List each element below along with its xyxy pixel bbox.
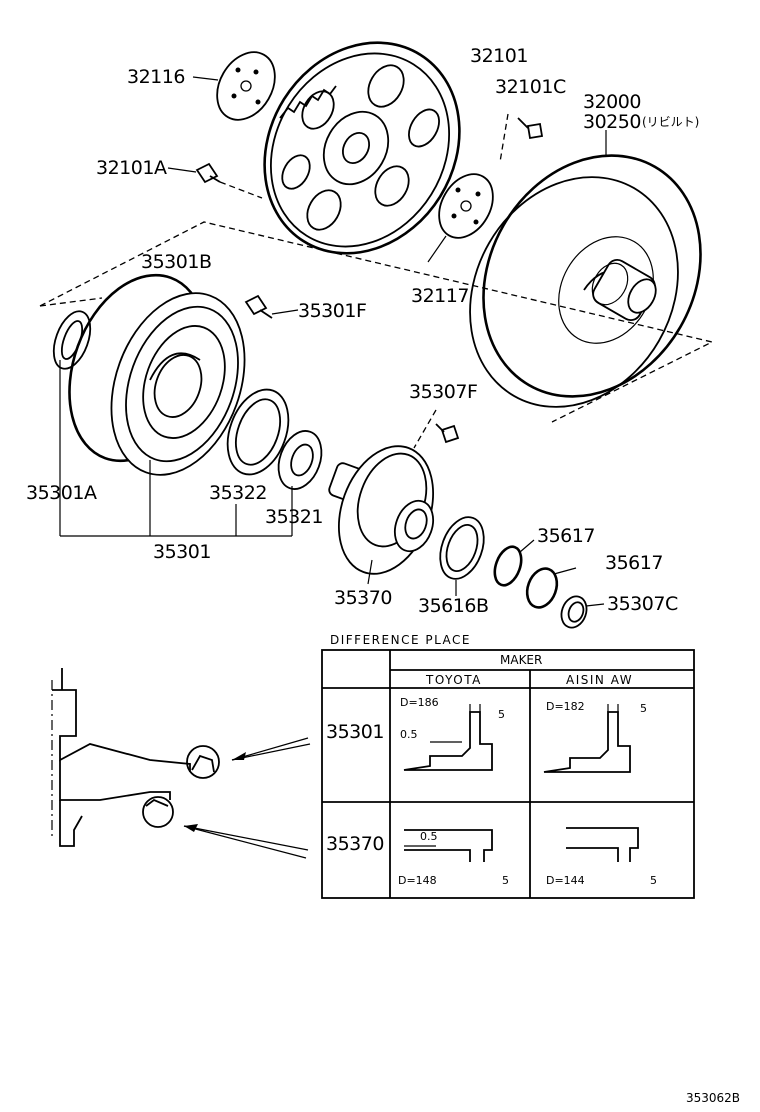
- dim-35370-toyota-dim: 5: [502, 874, 509, 887]
- oil-pump-body-35301: [68, 273, 246, 536]
- table-row-part-35370: 35370: [326, 833, 384, 855]
- plate-32117: [427, 173, 494, 263]
- dim-35301-aisin-dim: 5: [640, 702, 647, 715]
- bolt-32101C: [499, 113, 544, 163]
- label-32117: 32117: [411, 285, 469, 307]
- label-32101A: 32101A: [96, 157, 167, 179]
- label-35616B: 35616B: [418, 595, 488, 617]
- figure-id: 353062B: [686, 1091, 740, 1105]
- driven-gear-35322: [226, 388, 290, 536]
- sketch-35301-toyota: D=186 0.5 5: [400, 696, 505, 771]
- label-30250-note: (リビルト): [642, 115, 699, 129]
- label-32116: 32116: [127, 66, 185, 88]
- oil-seal-35301A: [52, 310, 92, 536]
- bolt-32101A: [167, 162, 263, 199]
- label-32101C: 32101C: [495, 76, 566, 98]
- label-35301F: 35301F: [298, 300, 366, 322]
- part-labels: 32101 32116 32101C 32000 30250 (リビルト) 32…: [26, 45, 699, 617]
- table-maker-header: MAKER: [500, 653, 542, 667]
- bolt-35301F: [244, 294, 299, 319]
- dim-35301-aisin-d: D=182: [546, 700, 585, 713]
- flexplate-32101: [263, 41, 461, 255]
- seal-ring-35617-a: [493, 539, 535, 587]
- dim-35370-aisin-d: D=144: [546, 874, 585, 887]
- label-35617-a: 35617: [537, 525, 595, 547]
- label-35301A: 35301A: [26, 482, 97, 504]
- dim-35370-aisin-dim: 5: [650, 874, 657, 887]
- label-35301B: 35301B: [141, 251, 211, 273]
- dim-35370-toyota-gap: 0.5: [420, 830, 438, 843]
- label-30250: 30250: [583, 111, 641, 133]
- label-35321: 35321: [265, 506, 323, 528]
- dim-35301-toyota-d: D=186: [400, 696, 439, 709]
- sketch-35301-aisin: D=182 5: [543, 700, 647, 773]
- label-35307C: 35307C: [607, 593, 678, 615]
- table-row-part-35301: 35301: [326, 721, 384, 743]
- bolt-35307F: [413, 409, 460, 449]
- sketch-35370-aisin: D=144 5: [546, 827, 657, 887]
- torque-converter-32000: [469, 130, 702, 408]
- plate-32116: [192, 51, 276, 121]
- ring-35616B: [439, 516, 485, 596]
- cross-section-view: [51, 668, 311, 859]
- bushing-35307C: [560, 595, 605, 629]
- label-35370: 35370: [334, 587, 392, 609]
- label-35307F: 35307F: [409, 381, 477, 403]
- label-32000: 32000: [583, 91, 641, 113]
- stator-shaft-35370: [328, 445, 435, 585]
- dim-35301-toyota-dim: 5: [498, 708, 505, 721]
- label-35301: 35301: [153, 541, 211, 563]
- label-35617-b: 35617: [605, 552, 663, 574]
- sketch-35370-toyota: 0.5 D=148 5: [398, 829, 509, 887]
- table-col-aisin: AISIN AW: [566, 673, 633, 687]
- dim-35370-toyota-d: D=148: [398, 874, 437, 887]
- label-35322: 35322: [209, 482, 267, 504]
- table-col-toyota: TOYOTA: [425, 673, 482, 687]
- dim-35301-toyota-gap: 0.5: [400, 728, 418, 741]
- seal-ring-35617-b: [525, 567, 577, 609]
- assembly-dashed-outline: [39, 221, 714, 423]
- drive-gear-35321: [277, 430, 323, 536]
- table-title: DIFFERENCE PLACE: [330, 633, 471, 647]
- label-32101: 32101: [470, 45, 528, 67]
- difference-table: DIFFERENCE PLACE MAKER TOYOTA AISIN AW 3…: [321, 633, 695, 899]
